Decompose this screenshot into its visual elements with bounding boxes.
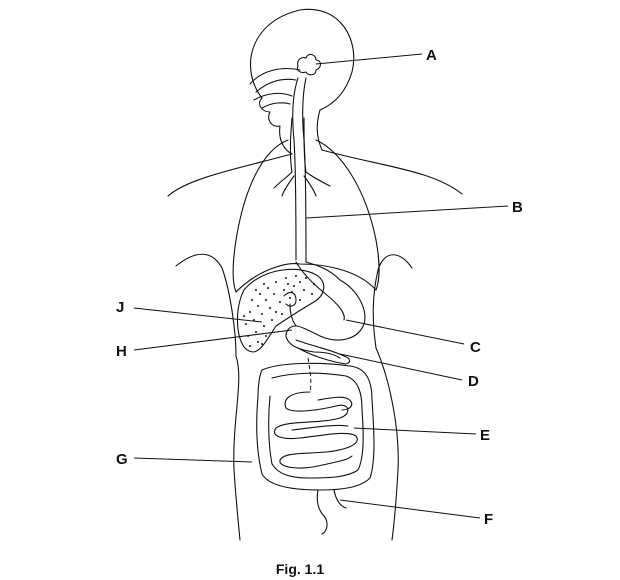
- label-h: H: [116, 343, 127, 360]
- leader-lines: [133, 53, 509, 519]
- pancreas: [295, 339, 351, 365]
- figure-caption: Fig. 1.1: [276, 561, 324, 577]
- right-lung: [315, 139, 380, 291]
- liver: [236, 268, 325, 353]
- stomach-inner: [295, 261, 345, 321]
- stomach: [285, 261, 366, 341]
- leader-j: [133, 307, 263, 323]
- label-a: A: [426, 47, 437, 64]
- body-outline: [167, 8, 463, 541]
- leader-d: [339, 353, 463, 381]
- leader-b: [305, 205, 509, 219]
- rectum: [316, 489, 328, 535]
- salivary-gland: [296, 53, 322, 76]
- leader-h: [133, 329, 293, 351]
- label-j: J: [116, 299, 124, 316]
- rectum-right: [333, 489, 347, 509]
- label-b: B: [512, 199, 523, 216]
- intestine-connector: [307, 357, 312, 393]
- label-g: G: [116, 451, 128, 468]
- gall-bladder: [283, 291, 297, 327]
- label-c: C: [470, 339, 481, 356]
- small-intestine: [274, 391, 358, 469]
- liver-stipple: [243, 275, 315, 347]
- oesophagus: [292, 77, 307, 263]
- label-d: D: [468, 373, 479, 390]
- mouth-cavity: [249, 67, 301, 109]
- leader-e: [353, 427, 477, 435]
- leader-c: [345, 319, 465, 345]
- leader-g: [133, 457, 253, 463]
- left-lung: [232, 139, 289, 293]
- trachea: [273, 117, 331, 197]
- duodenum: [285, 335, 341, 359]
- leader-f: [339, 499, 481, 519]
- large-intestine: [256, 362, 375, 491]
- colon-inner: [268, 372, 364, 479]
- diaphragm: [235, 263, 377, 293]
- leader-a: [315, 53, 423, 65]
- label-f: F: [484, 511, 493, 528]
- label-e: E: [480, 427, 490, 444]
